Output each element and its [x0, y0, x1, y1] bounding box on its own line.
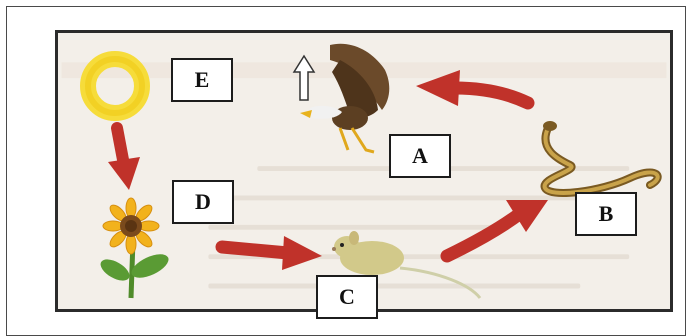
label-b: B	[575, 192, 637, 236]
eagle-icon	[300, 43, 390, 154]
food-chain-illustration	[80, 43, 662, 299]
arrow-sun-to-sunflower	[108, 122, 140, 190]
mouse-icon	[332, 231, 482, 299]
sunflower-icon	[100, 197, 169, 299]
sun-icon	[80, 51, 150, 121]
label-a: A	[389, 134, 451, 178]
arrow-sunflower-to-mouse	[215, 236, 322, 270]
arrow-mouse-to-snake	[440, 200, 548, 263]
label-d: D	[172, 180, 234, 224]
label-c: C	[316, 275, 378, 319]
label-e: E	[171, 58, 233, 102]
snake-icon	[540, 121, 662, 197]
up-arrow-icon	[292, 54, 316, 101]
arrow-snake-to-eagle	[416, 70, 535, 110]
